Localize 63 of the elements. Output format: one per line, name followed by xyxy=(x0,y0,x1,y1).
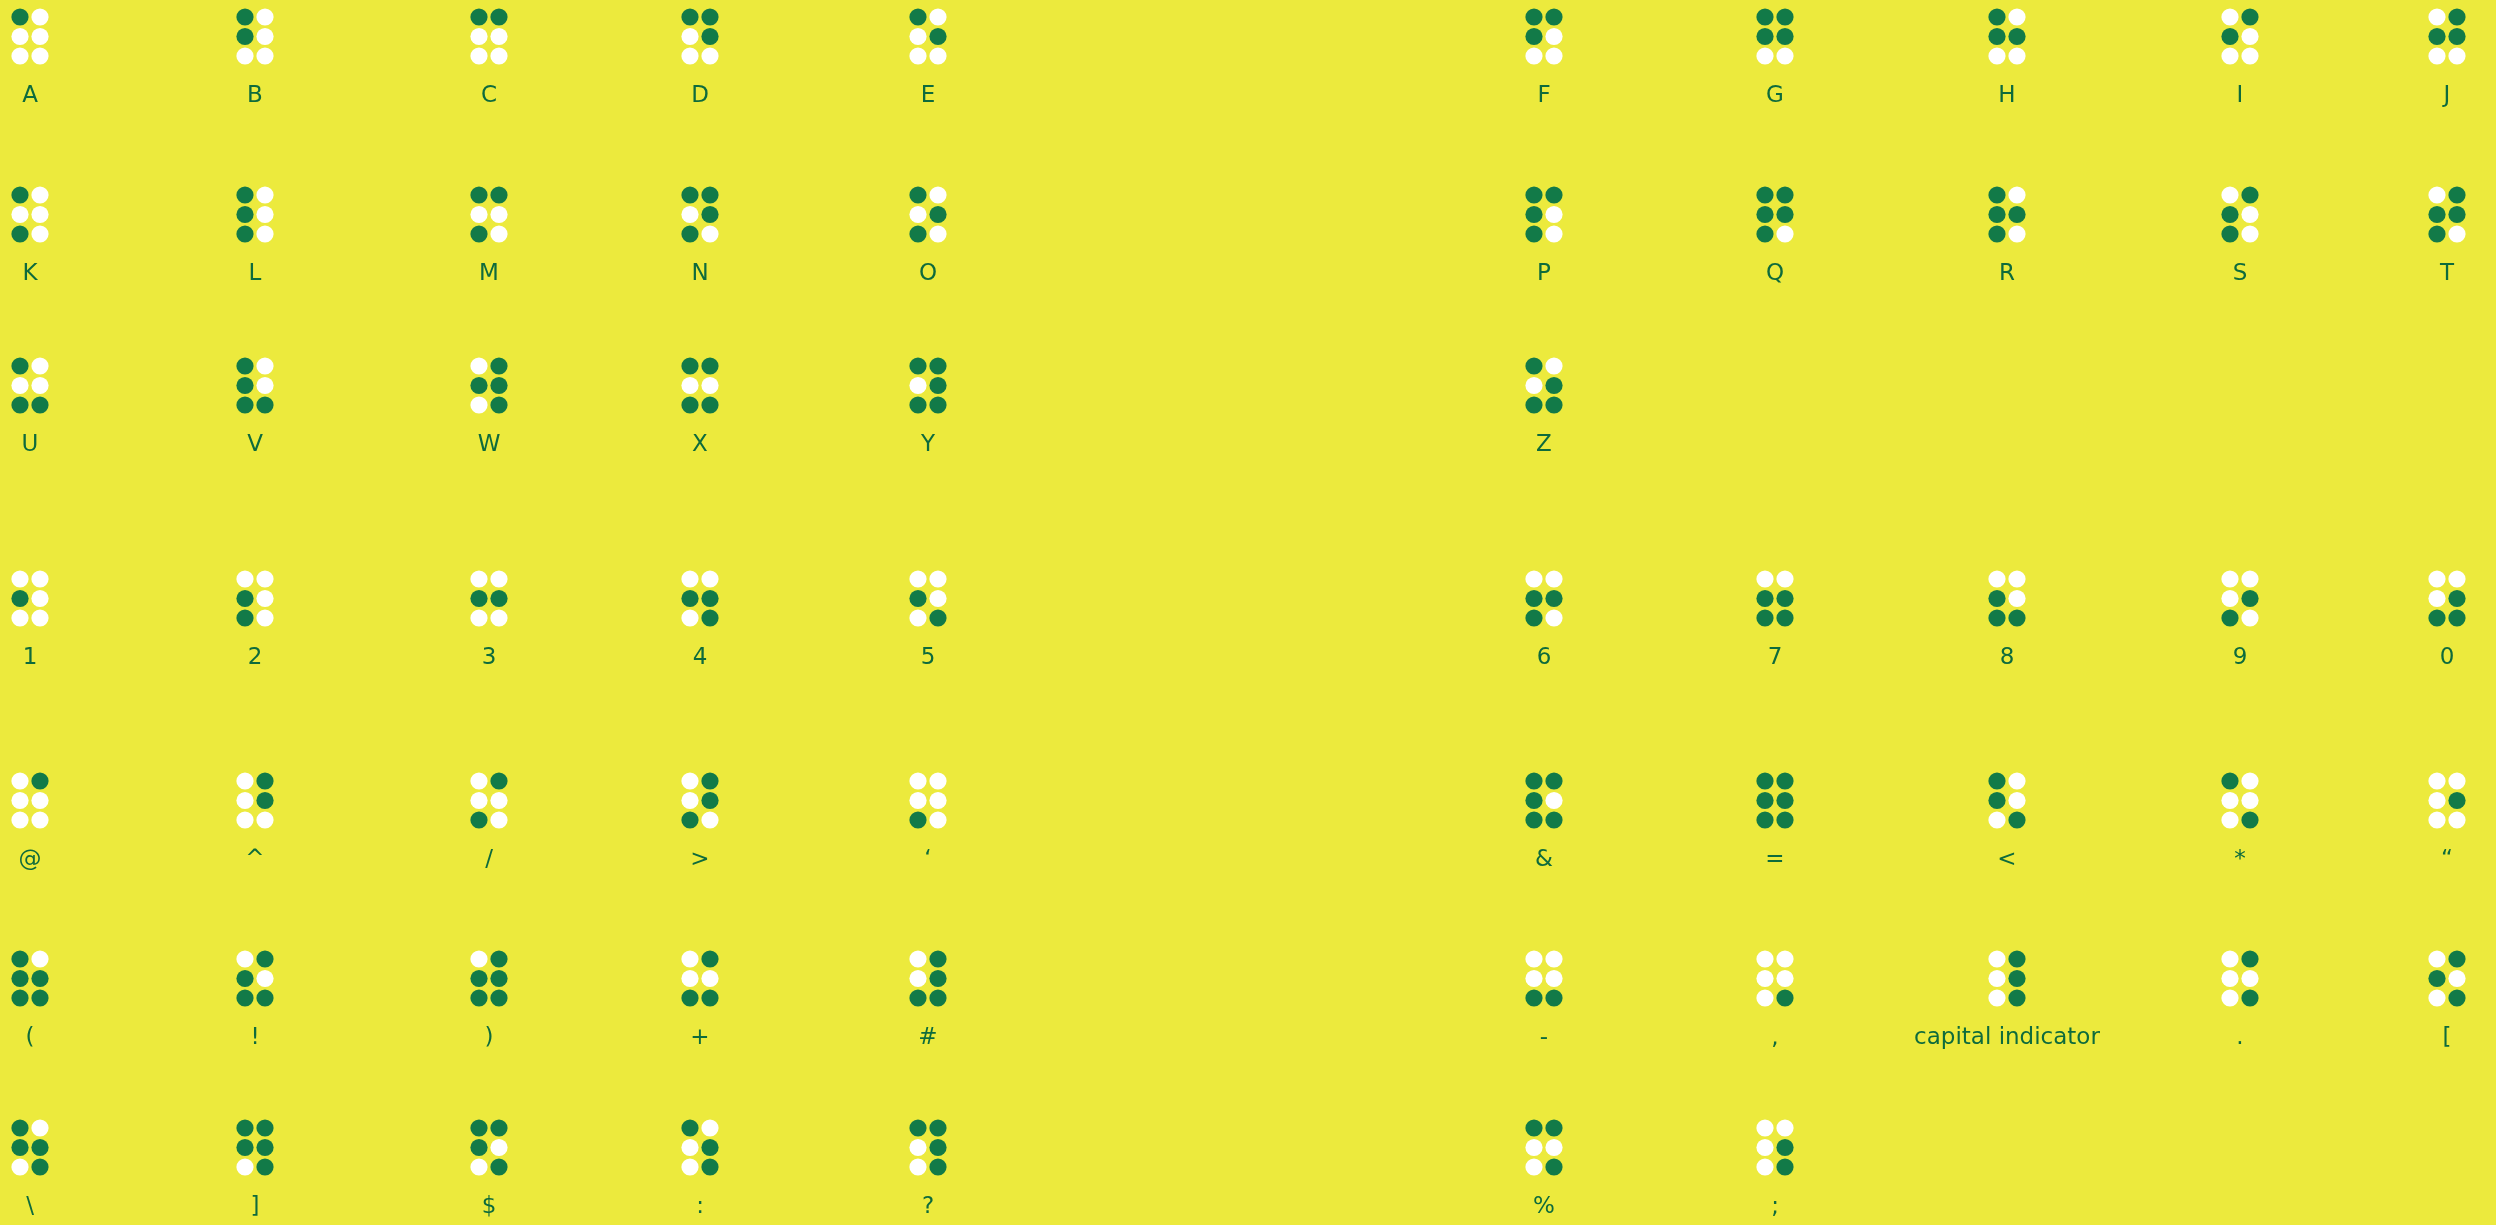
character-label: & xyxy=(1535,844,1553,872)
character-label: 9 xyxy=(2232,642,2248,670)
character-label: I xyxy=(2236,80,2244,108)
character-label: P xyxy=(1537,258,1551,286)
character-label: Z xyxy=(1536,429,1552,457)
character-label: < xyxy=(1997,844,2017,872)
character-label: - xyxy=(1539,1022,1549,1050)
character-label: ‘ xyxy=(924,844,932,872)
character-label: = xyxy=(1765,844,1785,872)
character-label: / xyxy=(485,844,493,872)
character-label: ! xyxy=(250,1022,260,1050)
character-label: 5 xyxy=(920,642,936,670)
character-label: 7 xyxy=(1767,642,1783,670)
character-label: Y xyxy=(920,429,936,457)
character-label: M xyxy=(479,258,499,286)
character-label: U xyxy=(21,429,39,457)
character-label: T xyxy=(2439,258,2455,286)
character-label: N xyxy=(691,258,709,286)
character-label: W xyxy=(477,429,501,457)
character-label: : xyxy=(696,1191,704,1219)
character-label: 0 xyxy=(2439,642,2455,670)
character-label: K xyxy=(22,258,38,286)
character-label: $ xyxy=(481,1191,497,1219)
character-label: > xyxy=(690,844,710,872)
character-label: 1 xyxy=(22,642,38,670)
character-label: V xyxy=(247,429,263,457)
character-label: 2 xyxy=(247,642,263,670)
character-label: ; xyxy=(1771,1191,1779,1219)
character-label: 8 xyxy=(1999,642,2015,670)
character-label: 3 xyxy=(481,642,497,670)
character-label: # xyxy=(918,1022,938,1050)
character-label: Q xyxy=(1765,258,1785,286)
character-label: * xyxy=(2234,844,2246,872)
character-label: \ xyxy=(26,1191,34,1219)
character-label: E xyxy=(920,80,936,108)
character-label: @ xyxy=(18,844,42,872)
character-label: . xyxy=(2236,1022,2244,1050)
character-label: ^ xyxy=(245,844,265,872)
character-label: S xyxy=(2232,258,2248,286)
character-label: J xyxy=(2443,80,2451,108)
character-label: 4 xyxy=(692,642,708,670)
character-label: G xyxy=(1766,80,1784,108)
character-label: D xyxy=(691,80,709,108)
character-label: A xyxy=(22,80,38,108)
character-label: F xyxy=(1537,80,1551,108)
character-label: % xyxy=(1533,1191,1555,1219)
character-label: O xyxy=(918,258,938,286)
character-label: , xyxy=(1771,1022,1779,1050)
character-label: X xyxy=(692,429,708,457)
character-label: ) xyxy=(484,1022,494,1050)
character-label: C xyxy=(480,80,498,108)
character-label: H xyxy=(1998,80,2016,108)
character-label: 6 xyxy=(1536,642,1552,670)
character-label: ] xyxy=(250,1191,260,1219)
character-label: L xyxy=(248,258,262,286)
character-label: capital indicator xyxy=(1914,1022,2100,1050)
character-label: ? xyxy=(921,1191,935,1219)
character-label: ( xyxy=(25,1022,35,1050)
character-label: “ xyxy=(2441,844,2453,872)
character-label: + xyxy=(690,1022,710,1050)
character-label: R xyxy=(1999,258,2015,286)
character-label: B xyxy=(247,80,263,108)
character-label: [ xyxy=(2442,1022,2452,1050)
